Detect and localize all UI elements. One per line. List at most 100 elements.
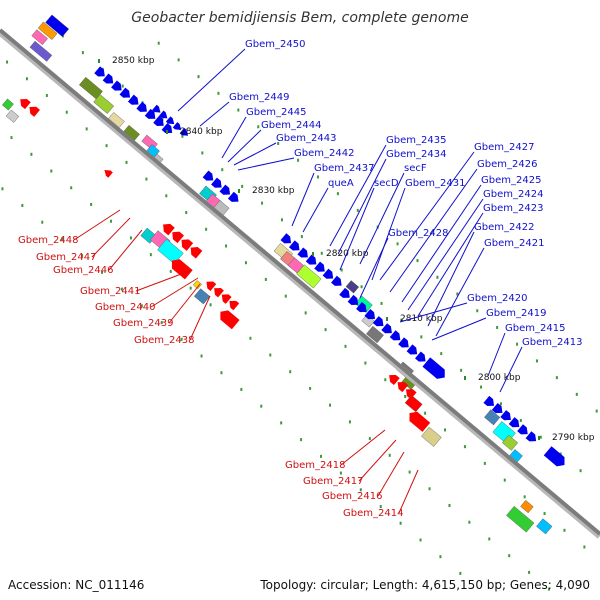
forward-gene-arrow xyxy=(165,116,175,125)
guide-dash xyxy=(41,220,44,224)
guide-dash xyxy=(503,478,506,482)
feature-block xyxy=(536,518,553,535)
forward-gene-label: Gbem_2420 xyxy=(467,293,527,304)
reverse-gene-arrow-shape xyxy=(229,300,240,311)
forward-gene-arrow-shape xyxy=(280,233,292,244)
guide-dash xyxy=(339,471,342,475)
leader-line xyxy=(73,209,121,241)
reverse-gene-arrow xyxy=(214,287,224,298)
forward-gene-arrow-shape xyxy=(219,184,231,195)
reverse-gene-arrow-shape xyxy=(409,411,431,432)
guide-dash xyxy=(499,402,502,406)
leader-line xyxy=(435,247,485,337)
guide-dash xyxy=(488,537,491,541)
guide-dash xyxy=(399,521,402,525)
forward-gene-arrow-shape xyxy=(127,94,139,105)
leader-line xyxy=(302,187,329,233)
guide-dash xyxy=(21,203,24,207)
reverse-gene-label: Gbem_2447 xyxy=(36,252,96,263)
feature-block-shape xyxy=(366,325,384,344)
feature-block xyxy=(193,288,211,305)
forward-gene-arrow-shape xyxy=(491,403,503,414)
guide-dash xyxy=(264,277,267,281)
forward-gene-label: Gbem_2413 xyxy=(522,337,582,348)
forward-gene-arrow-shape xyxy=(111,80,122,91)
guide-dash xyxy=(189,286,192,290)
forward-gene-arrow-shape xyxy=(331,275,342,286)
guide-dash xyxy=(320,251,323,255)
feature-block xyxy=(157,238,184,265)
guide-dash xyxy=(348,420,351,424)
forward-gene-arrow-shape xyxy=(356,301,367,313)
forward-gene-arrow xyxy=(288,240,300,251)
forward-gene-arrow xyxy=(415,351,426,362)
forward-gene-arrow-shape xyxy=(322,268,334,279)
feature-block-shape xyxy=(506,505,535,533)
feature-block-shape xyxy=(484,409,501,426)
guide-dash xyxy=(249,336,252,340)
guide-dash xyxy=(100,270,103,274)
leader-line xyxy=(177,48,246,112)
guide-dash xyxy=(244,261,247,265)
forward-gene-label: Gbem_2422 xyxy=(474,222,534,233)
forward-gene-arrow-shape xyxy=(339,287,350,298)
tick-mark xyxy=(464,376,466,380)
guide-dash xyxy=(237,108,240,112)
forward-gene-arrow xyxy=(508,417,520,428)
forward-gene-arrow xyxy=(364,309,376,320)
feature-block xyxy=(93,94,115,114)
leader-line xyxy=(417,212,484,317)
forward-gene-arrow xyxy=(119,87,131,98)
feature-block-shape xyxy=(193,288,211,305)
guide-dash xyxy=(340,268,343,272)
tick-mark xyxy=(238,189,240,193)
forward-gene-arrow xyxy=(517,424,528,435)
guide-dash xyxy=(209,303,212,307)
forward-gene-arrow-shape xyxy=(119,87,131,98)
guide-dash xyxy=(380,301,383,305)
leader-line xyxy=(199,101,230,127)
forward-gene-label: Gbem_2425 xyxy=(481,175,541,186)
forward-gene-arrow-shape xyxy=(415,351,426,362)
forward-gene-arrow-shape xyxy=(165,116,175,125)
leader-line xyxy=(377,451,405,497)
tick-label: 2810 kbp xyxy=(400,314,443,324)
guide-dash xyxy=(1,187,4,191)
guide-dash xyxy=(396,242,399,246)
guide-dash xyxy=(217,91,220,95)
leader-line xyxy=(135,269,193,292)
tick-label: 2830 kbp xyxy=(252,186,295,196)
leader-line xyxy=(499,346,523,393)
guide-dash xyxy=(444,428,447,432)
feature-block-shape xyxy=(520,500,534,514)
tick-label: 2850 kbp xyxy=(112,56,155,66)
guide-dash xyxy=(185,211,188,215)
forward-gene-label: Gbem_2444 xyxy=(261,120,321,131)
forward-gene-arrow xyxy=(381,323,392,334)
guide-dash xyxy=(384,378,387,382)
reverse-gene-arrow-shape xyxy=(181,239,194,251)
guide-dash xyxy=(555,376,558,380)
guide-dash xyxy=(30,152,33,156)
forward-gene-label: Gbem_2426 xyxy=(477,159,537,170)
tick-mark xyxy=(98,59,100,63)
forward-gene-label: Gbem_2419 xyxy=(486,308,546,319)
forward-gene-arrow xyxy=(314,261,325,272)
forward-gene-label: Gbem_2442 xyxy=(294,148,354,159)
reverse-gene-arrow xyxy=(104,169,113,178)
reverse-gene-arrow-shape xyxy=(397,382,409,393)
guide-dash xyxy=(25,77,28,81)
forward-gene-label: Gbem_2427 xyxy=(474,142,534,153)
leader-line xyxy=(427,231,475,327)
reverse-gene-arrow xyxy=(409,411,431,432)
guide-dash xyxy=(336,192,339,196)
forward-gene-arrow-shape xyxy=(94,66,105,77)
guide-dash xyxy=(420,335,423,339)
reverse-gene-arrow xyxy=(172,231,184,244)
tick-mark xyxy=(386,317,388,321)
feature-block xyxy=(520,500,534,514)
forward-gene-arrow-shape xyxy=(305,254,317,265)
guide-dash xyxy=(181,134,184,138)
guide-dash xyxy=(149,253,152,257)
feature-block xyxy=(421,426,442,447)
